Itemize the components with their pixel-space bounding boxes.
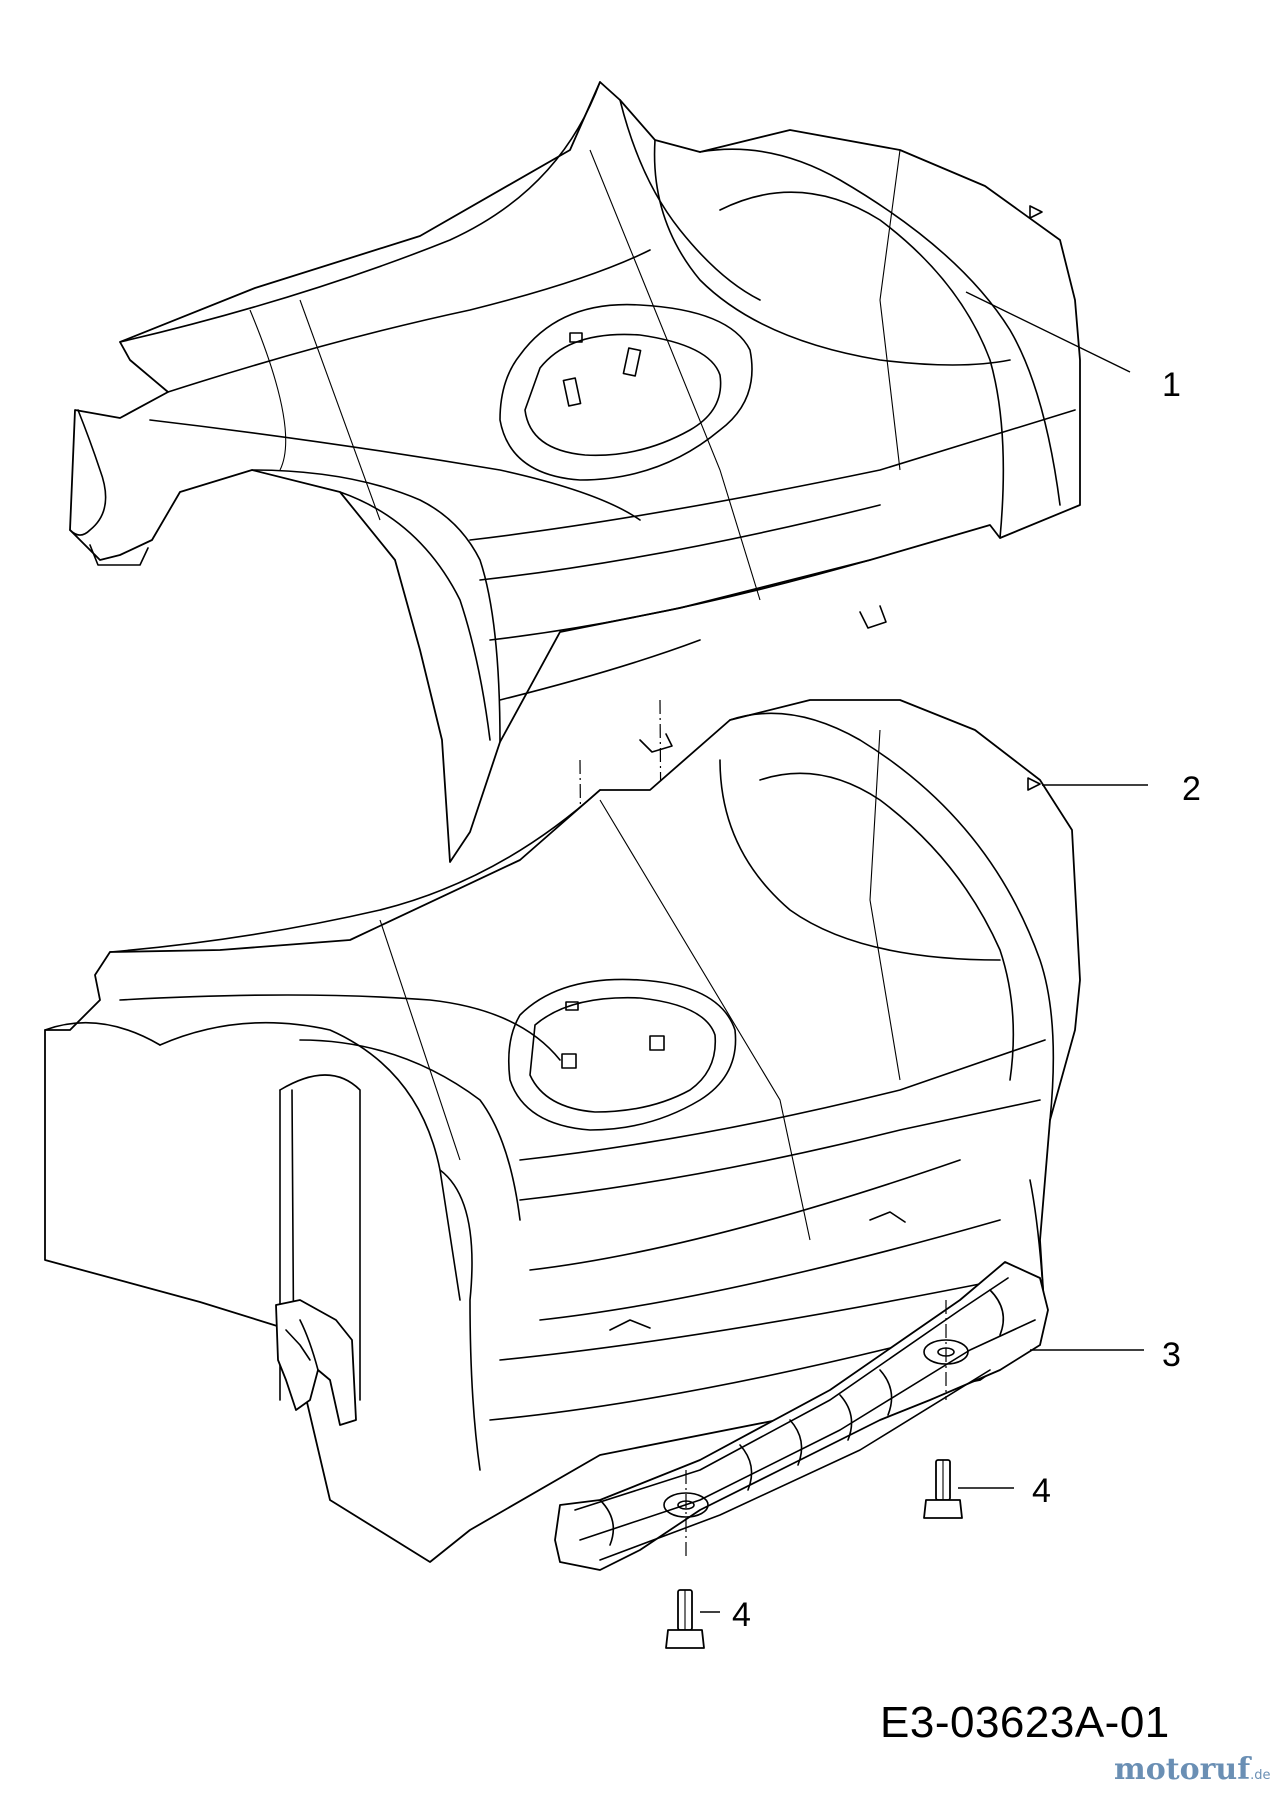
part-2-lower-housing [44,699,1081,1563]
callout-label: 2 [1182,770,1201,808]
callout-3: 3 [1030,1336,1181,1374]
callout-label: 4 [732,1596,751,1634]
part-3-skid-rail [554,1261,1049,1571]
callout-2: 2 [1042,770,1201,808]
drawing-code: E3-03623A-01 [880,1698,1170,1747]
callout-label: 3 [1162,1336,1181,1374]
callout-4-upper: 4 [958,1472,1051,1510]
callout-1: 1 [965,291,1181,404]
part-1-upper-cover [69,81,1081,863]
watermark-brand: motoruf [1114,1752,1251,1787]
callout-label: 4 [1032,1472,1051,1510]
motoruf-watermark-logo: motoruf.de [1114,1752,1271,1787]
part-4-screw-lower [665,1589,705,1649]
callout-4-lower: 4 [700,1596,751,1634]
watermark-suffix: .de [1250,1768,1271,1783]
callout-label: 1 [1162,366,1181,404]
part-4-screw-upper [923,1459,963,1519]
